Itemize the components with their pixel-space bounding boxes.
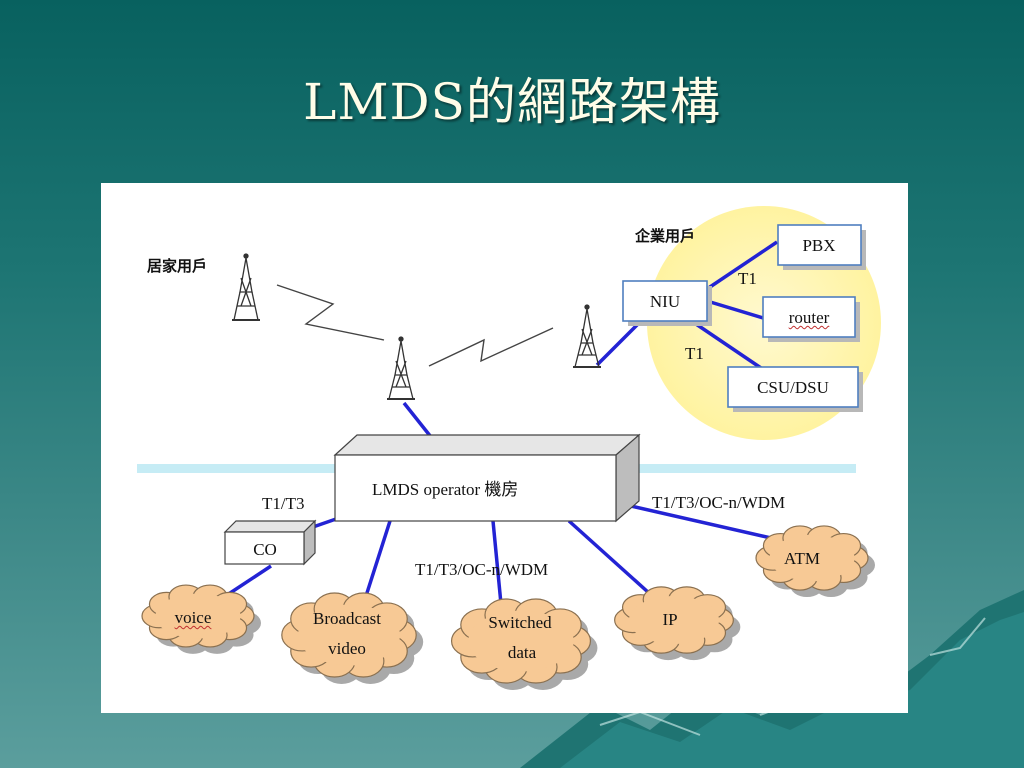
link-tower-operator <box>402 401 433 439</box>
co-box <box>223 519 317 566</box>
link-tower-niu <box>595 319 643 367</box>
csu-dsu-box <box>727 366 859 408</box>
cloud-voice <box>141 584 261 654</box>
cloud-label-ip: IP <box>662 610 678 629</box>
tower-icon-center <box>387 336 415 400</box>
tower-icon-residential <box>232 253 260 321</box>
cloud-label-switched-1: Switched <box>488 613 552 632</box>
co-label: CO <box>253 540 277 559</box>
router-box <box>762 296 856 338</box>
slide-title: LMDS的網路架構 <box>303 73 721 131</box>
link-operator-broadcast <box>364 520 392 597</box>
residential-user-label: 居家用戶 <box>147 257 208 275</box>
link-label-right: T1/T3/OC-n/WDM <box>652 493 786 512</box>
cloud-label-switched-2: data <box>507 643 537 662</box>
csu-dsu-label: CSU/DSU <box>757 378 829 397</box>
enterprise-user-label: 企業用戶 <box>635 227 696 245</box>
tower-icon-enterprise <box>573 304 601 368</box>
link-label-t1-t3: T1/T3 <box>262 494 305 513</box>
cloud-label-broadcast-1: Broadcast <box>313 609 381 628</box>
pbx-box <box>777 224 862 266</box>
cloud-label-broadcast-2: video <box>328 639 366 658</box>
operator-label: LMDS operator 機房 <box>372 481 518 498</box>
operator-label-text: LMDS operator 機房 <box>372 480 519 499</box>
cloud-switched-data <box>450 598 598 690</box>
cloud-label-voice: voice <box>174 608 212 627</box>
link-operator-ip <box>567 519 651 595</box>
link-niu-router <box>706 299 764 320</box>
niu-label: NIU <box>649 292 681 311</box>
cloud-atm <box>755 525 875 598</box>
link-niu-csu <box>692 320 762 370</box>
link-operator-co <box>312 517 337 529</box>
operator-box <box>333 433 641 523</box>
link-niu-pbx <box>706 240 778 291</box>
wireless-link-right <box>428 327 554 367</box>
link-label-t1-upper: T1 <box>738 269 757 288</box>
pbx-label: PBX <box>802 236 836 255</box>
cloud-ip <box>614 586 741 661</box>
network-diagram: 居家用戶 企業用戶 LMDS operator 機房 NIU PBX route… <box>101 183 908 713</box>
link-label-t1-lower: T1 <box>685 344 704 363</box>
router-label: router <box>788 308 830 327</box>
niu-box <box>622 280 708 322</box>
cloud-label-atm: ATM <box>784 549 820 568</box>
link-label-mid: T1/T3/OC-n/WDM <box>415 560 549 579</box>
link-operator-switched <box>491 520 503 605</box>
wireless-link-left <box>276 284 385 341</box>
cloud-broadcast-video <box>281 592 424 684</box>
